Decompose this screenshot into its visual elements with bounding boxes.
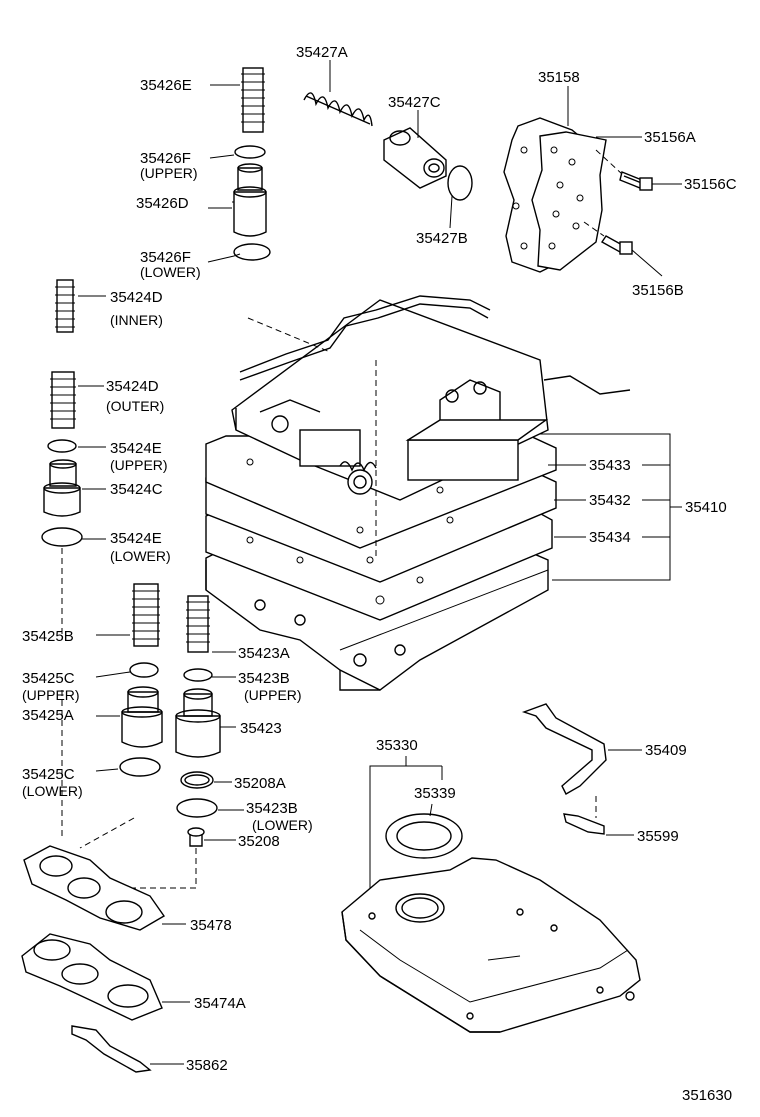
label-35432: 35432 bbox=[589, 492, 631, 509]
valve-35427C bbox=[383, 127, 447, 189]
label-35425C-upper: 35425C bbox=[22, 670, 75, 687]
spring-35426E bbox=[241, 67, 265, 133]
label-35426F-lower: 35426F bbox=[140, 249, 191, 266]
label-outer: (OUTER) bbox=[106, 398, 164, 414]
label-lower-4: (LOWER) bbox=[252, 817, 313, 833]
label-inner: (INNER) bbox=[110, 312, 163, 328]
oring-35425C-upper bbox=[129, 662, 159, 678]
label-35425A: 35425A bbox=[22, 707, 74, 724]
spring-35424D-inner bbox=[55, 279, 75, 333]
label-35427B: 35427B bbox=[416, 230, 468, 247]
label-35423B-lower: 35423B bbox=[246, 800, 298, 817]
valve-body-35410 bbox=[205, 295, 631, 691]
label-35156A: 35156A bbox=[644, 129, 696, 146]
spring-35425B bbox=[132, 583, 160, 647]
label-35862: 35862 bbox=[186, 1057, 228, 1074]
label-35425C-lower: 35425C bbox=[22, 766, 75, 783]
diagram-code: 351630 bbox=[682, 1087, 732, 1104]
plate-35158 bbox=[503, 117, 607, 273]
label-35158: 35158 bbox=[538, 69, 580, 86]
label-35410: 35410 bbox=[685, 499, 727, 516]
label-35330: 35330 bbox=[376, 737, 418, 754]
label-35424E-upper: 35424E bbox=[110, 440, 162, 457]
oring-35424E-upper bbox=[47, 439, 77, 453]
clip-35862 bbox=[71, 1025, 152, 1073]
gasket-35478 bbox=[23, 845, 166, 931]
label-35433: 35433 bbox=[589, 457, 631, 474]
oring-35425C-lower bbox=[119, 757, 161, 777]
oring-35424E-lower bbox=[41, 527, 83, 547]
oring-35426F-lower bbox=[233, 243, 271, 261]
label-35426D: 35426D bbox=[136, 195, 189, 212]
plug-35425A bbox=[121, 686, 163, 748]
label-upper-4: (UPPER) bbox=[244, 687, 302, 703]
label-35409: 35409 bbox=[645, 742, 687, 759]
label-35426F-upper: 35426F bbox=[140, 150, 191, 167]
oring-35426F-upper bbox=[234, 145, 266, 159]
label-upper-3: (UPPER) bbox=[22, 687, 80, 703]
label-lower-3: (LOWER) bbox=[22, 783, 83, 799]
clamp-35599 bbox=[563, 813, 605, 835]
bolt-35156C bbox=[619, 171, 653, 191]
bolt-35156B bbox=[600, 235, 633, 255]
label-35156C: 35156C bbox=[684, 176, 737, 193]
label-35434: 35434 bbox=[589, 529, 631, 546]
gasket-35339 bbox=[385, 813, 463, 859]
label-35423B-upper: 35423B bbox=[238, 670, 290, 687]
spring-35427A bbox=[303, 92, 373, 127]
ring-35208A bbox=[180, 771, 214, 789]
label-35427A: 35427A bbox=[296, 44, 348, 61]
plug-35423 bbox=[175, 688, 221, 758]
label-35208A: 35208A bbox=[234, 775, 286, 792]
label-35339: 35339 bbox=[414, 785, 456, 802]
spring-35424D-outer bbox=[50, 371, 76, 429]
label-35208: 35208 bbox=[238, 833, 280, 850]
label-upper-1: (UPPER) bbox=[140, 165, 198, 181]
label-35156B: 35156B bbox=[632, 282, 684, 299]
label-35425B: 35425B bbox=[22, 628, 74, 645]
plate-35474A bbox=[21, 933, 163, 1021]
label-upper-2: (UPPER) bbox=[110, 457, 168, 473]
label-35426E: 35426E bbox=[140, 77, 192, 94]
label-35424E-lower: 35424E bbox=[110, 530, 162, 547]
label-lower-1: (LOWER) bbox=[140, 264, 201, 280]
label-35427C: 35427C bbox=[388, 94, 441, 111]
spring-35423A bbox=[186, 595, 210, 653]
plug-35424C bbox=[43, 459, 81, 517]
oring-35423B-upper bbox=[183, 668, 213, 682]
label-35424C: 35424C bbox=[110, 481, 163, 498]
label-35423A: 35423A bbox=[238, 645, 290, 662]
label-lower-2: (LOWER) bbox=[110, 548, 171, 564]
oil-pan-35330 bbox=[341, 857, 641, 1033]
plug-35208 bbox=[187, 827, 205, 847]
label-35478: 35478 bbox=[190, 917, 232, 934]
label-35423: 35423 bbox=[240, 720, 282, 737]
label-35424D-outer: 35424D bbox=[106, 378, 159, 395]
plug-35426D bbox=[233, 163, 267, 237]
oring-35423B-lower bbox=[176, 798, 218, 818]
tube-35409 bbox=[521, 703, 607, 795]
oring-35427B bbox=[447, 165, 473, 201]
label-35599: 35599 bbox=[637, 828, 679, 845]
label-35424D-inner: 35424D bbox=[110, 289, 163, 306]
label-35474A: 35474A bbox=[194, 995, 246, 1012]
